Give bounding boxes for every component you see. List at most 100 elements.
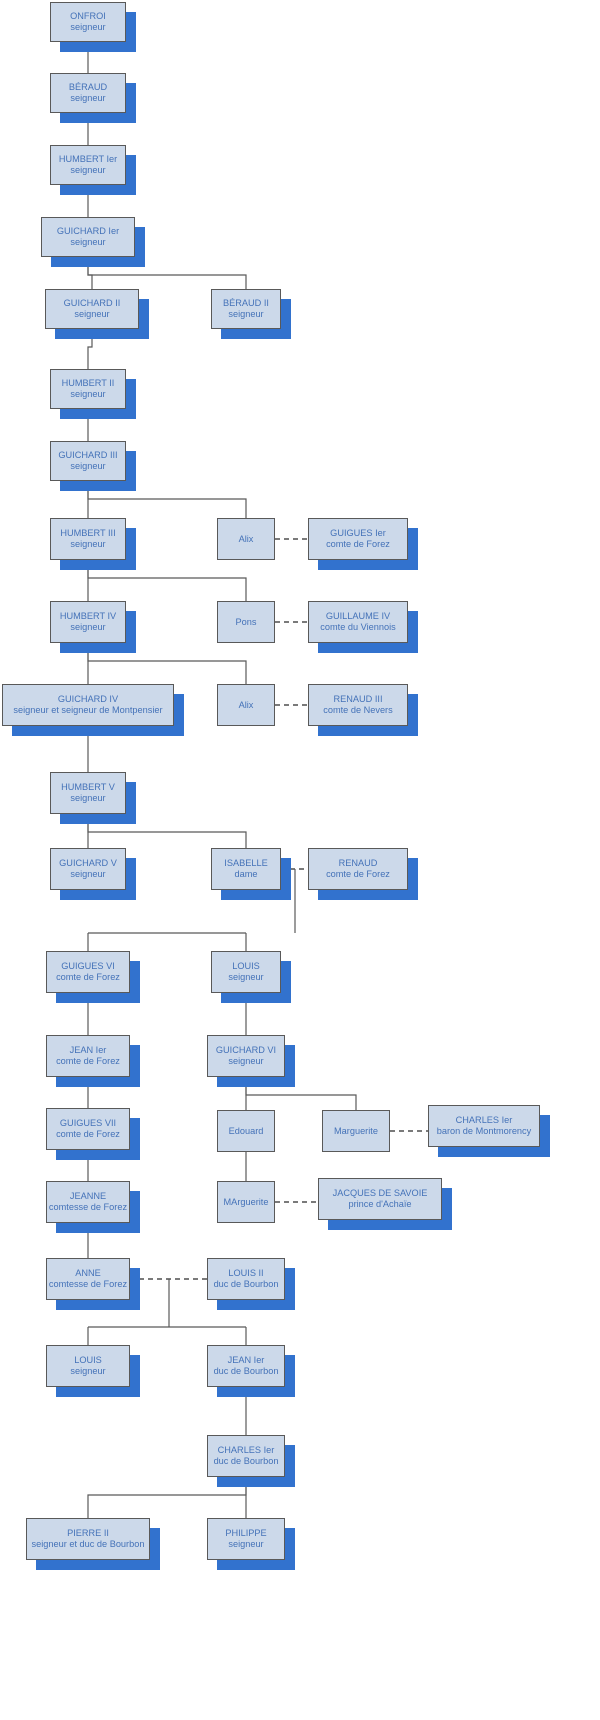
person-name: Alix [238, 699, 254, 710]
person-name: CHARLES Ier [455, 1115, 513, 1126]
person-title: seigneur [70, 389, 106, 399]
person-title: seigneur [70, 237, 106, 247]
union-child-links [87, 869, 296, 1345]
person-name: Marguerite [334, 1125, 378, 1136]
person-title: prince d'Achaïe [348, 1199, 412, 1209]
person-title: comte de Forez [56, 1129, 120, 1139]
person-name: ANNE [75, 1268, 101, 1279]
person-node-marguerite2[interactable]: MArguerite [217, 1181, 275, 1223]
person-name: ONFROI [70, 11, 106, 22]
person-name: PHILIPPE [225, 1528, 267, 1539]
person-node-alix1[interactable]: Alix [217, 518, 275, 560]
person-name: GUICHARD V [59, 858, 117, 869]
person-title: seigneur [74, 309, 110, 319]
person-title: seigneur et seigneur de Montpensier [13, 705, 163, 715]
person-title: comte de Forez [56, 1056, 120, 1066]
person-title: seigneur et duc de Bourbon [31, 1539, 145, 1549]
person-name: JEAN Ier [69, 1045, 107, 1056]
person-name: BÉRAUD II [223, 298, 269, 309]
person-title: comte de Forez [56, 972, 120, 982]
person-name: LOUIS [232, 961, 260, 972]
person-name: LOUIS [74, 1355, 102, 1366]
person-title: seigneur [228, 1056, 264, 1066]
person-title: seigneur [70, 165, 106, 175]
person-name: GUICHARD IV [57, 694, 119, 705]
person-name: MArguerite [223, 1196, 269, 1207]
person-name: GUILLAUME IV [325, 611, 391, 622]
person-name: LOUIS II [228, 1268, 264, 1279]
person-title: seigneur [70, 793, 106, 803]
person-name: RENAUD III [333, 694, 383, 705]
person-node-marguerite1[interactable]: Marguerite [322, 1110, 390, 1152]
person-name: GUICHARD II [63, 298, 121, 309]
person-node-edouard[interactable]: Edouard [217, 1110, 275, 1152]
person-title: seigneur [70, 869, 106, 879]
person-name: JACQUES DE SAVOIE [332, 1188, 428, 1199]
person-title: comtesse de Forez [48, 1279, 128, 1289]
person-title: duc de Bourbon [213, 1366, 279, 1376]
person-name: GUICHARD Ier [56, 226, 120, 237]
person-title: seigneur [70, 461, 106, 471]
person-name: CHARLES Ier [217, 1445, 275, 1456]
person-title: seigneur [228, 1539, 264, 1549]
person-name: Edouard [228, 1125, 264, 1136]
person-name: Alix [238, 533, 254, 544]
person-title: baron de Montmorency [436, 1126, 532, 1136]
person-title: seigneur [70, 539, 106, 549]
person-title: seigneur [70, 22, 106, 32]
person-title: comte du Viennois [320, 622, 396, 632]
person-title: dame [234, 869, 258, 879]
person-title: duc de Bourbon [213, 1456, 279, 1466]
person-title: seigneur [228, 309, 264, 319]
person-name: JEAN Ier [227, 1355, 265, 1366]
person-name: GUICHARD VI [215, 1045, 277, 1056]
person-title: seigneur [228, 972, 264, 982]
person-name: BÉRAUD [68, 82, 108, 93]
person-name: HUMBERT IV [59, 611, 117, 622]
person-name: HUMBERT V [61, 782, 115, 793]
person-name: JEANNE [69, 1191, 107, 1202]
person-node-alix2[interactable]: Alix [217, 684, 275, 726]
person-title: seigneur [70, 622, 106, 632]
person-title: comtesse de Forez [48, 1202, 128, 1212]
person-name: ISABELLE [224, 858, 268, 869]
person-name: PIERRE II [67, 1528, 109, 1539]
person-title: comte de Forez [326, 539, 390, 549]
person-node-pons[interactable]: Pons [217, 601, 275, 643]
person-name: GUIGUES VI [61, 961, 115, 972]
